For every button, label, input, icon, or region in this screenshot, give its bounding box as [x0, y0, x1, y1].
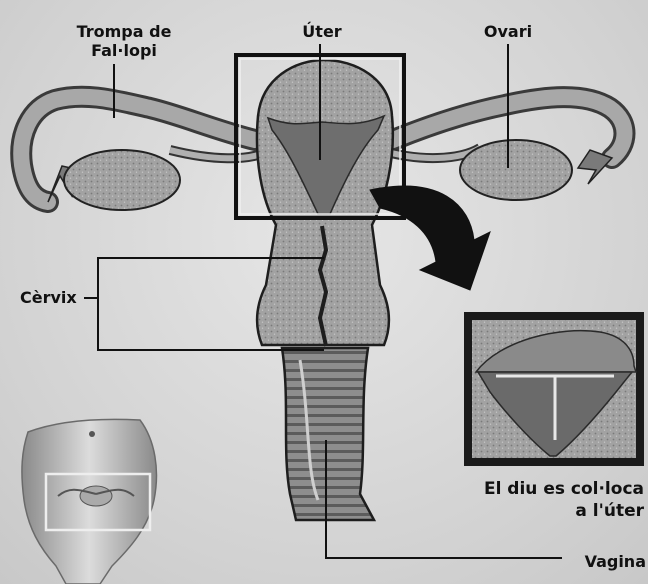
- label-iud-caption: El diu es col·loca a l'úter: [484, 478, 644, 522]
- label-cervix: Cèrvix: [20, 288, 77, 307]
- curved-arrow: [370, 186, 490, 290]
- label-fallopian-tube-line-1: Trompa de: [60, 22, 188, 41]
- vagina: [282, 348, 374, 520]
- label-ovary: Ovari: [476, 22, 540, 41]
- label-iud-caption-line-1: El diu es col·loca: [484, 478, 644, 500]
- label-uterus: Úter: [292, 22, 352, 41]
- iud-inset: [464, 312, 644, 466]
- body-silhouette: [22, 419, 157, 584]
- label-vagina: Vagina: [585, 552, 646, 571]
- label-iud-caption-line-2: a l'úter: [484, 500, 644, 522]
- left-ovary: [64, 150, 270, 210]
- label-fallopian-tube: Trompa de Fal·lopi: [60, 22, 188, 60]
- label-fallopian-tube-line-2: Fal·lopi: [60, 41, 188, 60]
